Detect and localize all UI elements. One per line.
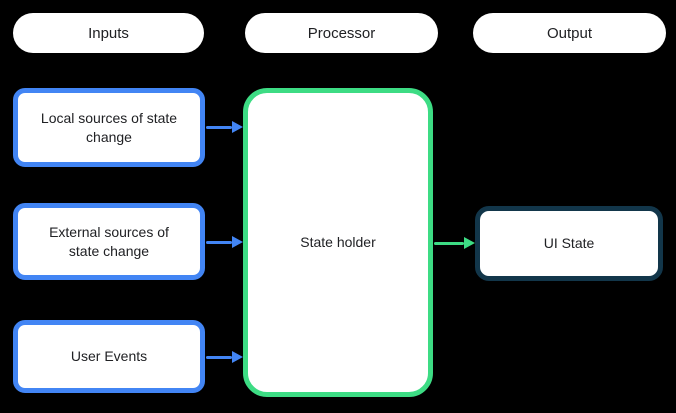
node-external-sources-of-state-change: External sources of state change: [13, 203, 205, 280]
arrow-right-icon-state-holder-to-ui-state: [434, 236, 475, 250]
node-external-sources-label: External sources of state change: [49, 223, 169, 259]
column-header-processor-label: Processor: [307, 24, 376, 42]
arrow-right-icon-local-to-state-holder: [206, 120, 243, 134]
node-local-sources-label: Local sources of state change: [40, 109, 178, 145]
arrow-line: [434, 241, 464, 245]
arrow-head: [232, 236, 243, 248]
arrow-line: [206, 355, 232, 359]
arrow-line: [206, 240, 232, 244]
arrow-head: [232, 121, 243, 133]
column-header-inputs-label: Inputs: [88, 24, 129, 42]
column-header-output: Output: [473, 13, 666, 53]
arrow-head: [232, 351, 243, 363]
arrow-right-icon-external-to-state-holder: [206, 235, 243, 249]
column-header-processor: Processor: [245, 13, 438, 53]
node-local-sources-of-state-change: Local sources of state change: [13, 88, 205, 167]
arrow-right-icon-user-events-to-state-holder: [206, 350, 243, 364]
column-header-inputs: Inputs: [13, 13, 204, 53]
node-state-holder: State holder: [243, 88, 433, 397]
node-ui-state: UI State: [475, 206, 663, 281]
node-user-events-label: User Events: [70, 348, 148, 364]
node-user-events: User Events: [13, 320, 205, 393]
arrow-line: [206, 125, 232, 129]
column-header-output-label: Output: [546, 24, 593, 42]
node-ui-state-label: UI State: [543, 235, 595, 251]
arrow-head: [464, 237, 475, 249]
node-state-holder-label: State holder: [300, 234, 376, 250]
